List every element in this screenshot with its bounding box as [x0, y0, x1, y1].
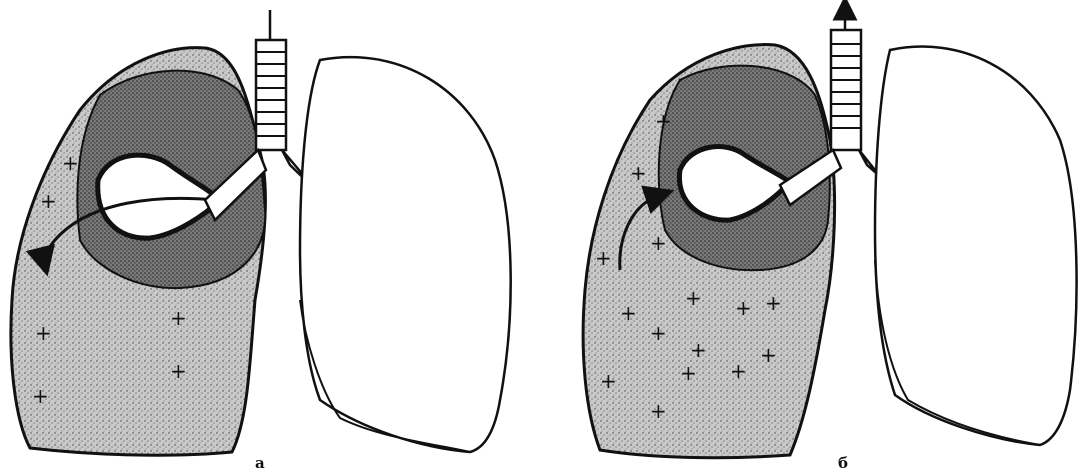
panel-label-a: а — [255, 454, 265, 472]
plus-mark: + — [35, 321, 52, 345]
plus-mark: + — [170, 306, 187, 330]
plus-mark: + — [40, 189, 57, 213]
plus-mark: + — [170, 359, 187, 383]
plus-mark: + — [32, 384, 49, 408]
plus-mark: + — [730, 359, 747, 383]
panel-label-b: б — [838, 454, 848, 472]
trachea — [256, 40, 286, 150]
plus-mark: + — [680, 361, 697, 385]
plus-mark: + — [600, 369, 617, 393]
plus-mark: + — [655, 109, 672, 133]
plus-mark: + — [650, 321, 667, 345]
plus-mark: + — [690, 338, 707, 362]
plus-mark: + — [765, 291, 782, 315]
plus-mark: + — [685, 286, 702, 310]
plus-mark: + — [630, 161, 647, 185]
plus-mark: + — [735, 296, 752, 320]
plus-mark: + — [620, 301, 637, 325]
plus-mark: + — [595, 246, 612, 270]
right-lung — [300, 57, 511, 452]
panel-a: + + + + + + а — [11, 10, 511, 472]
right-lung — [875, 47, 1077, 445]
panel-b: + + + + + + + + + + + + + + + б — [583, 8, 1076, 472]
plus-mark: + — [650, 231, 667, 255]
plus-mark: + — [650, 399, 667, 423]
trachea — [831, 30, 861, 150]
plus-mark: + — [760, 343, 777, 367]
plus-mark: + — [62, 151, 79, 175]
